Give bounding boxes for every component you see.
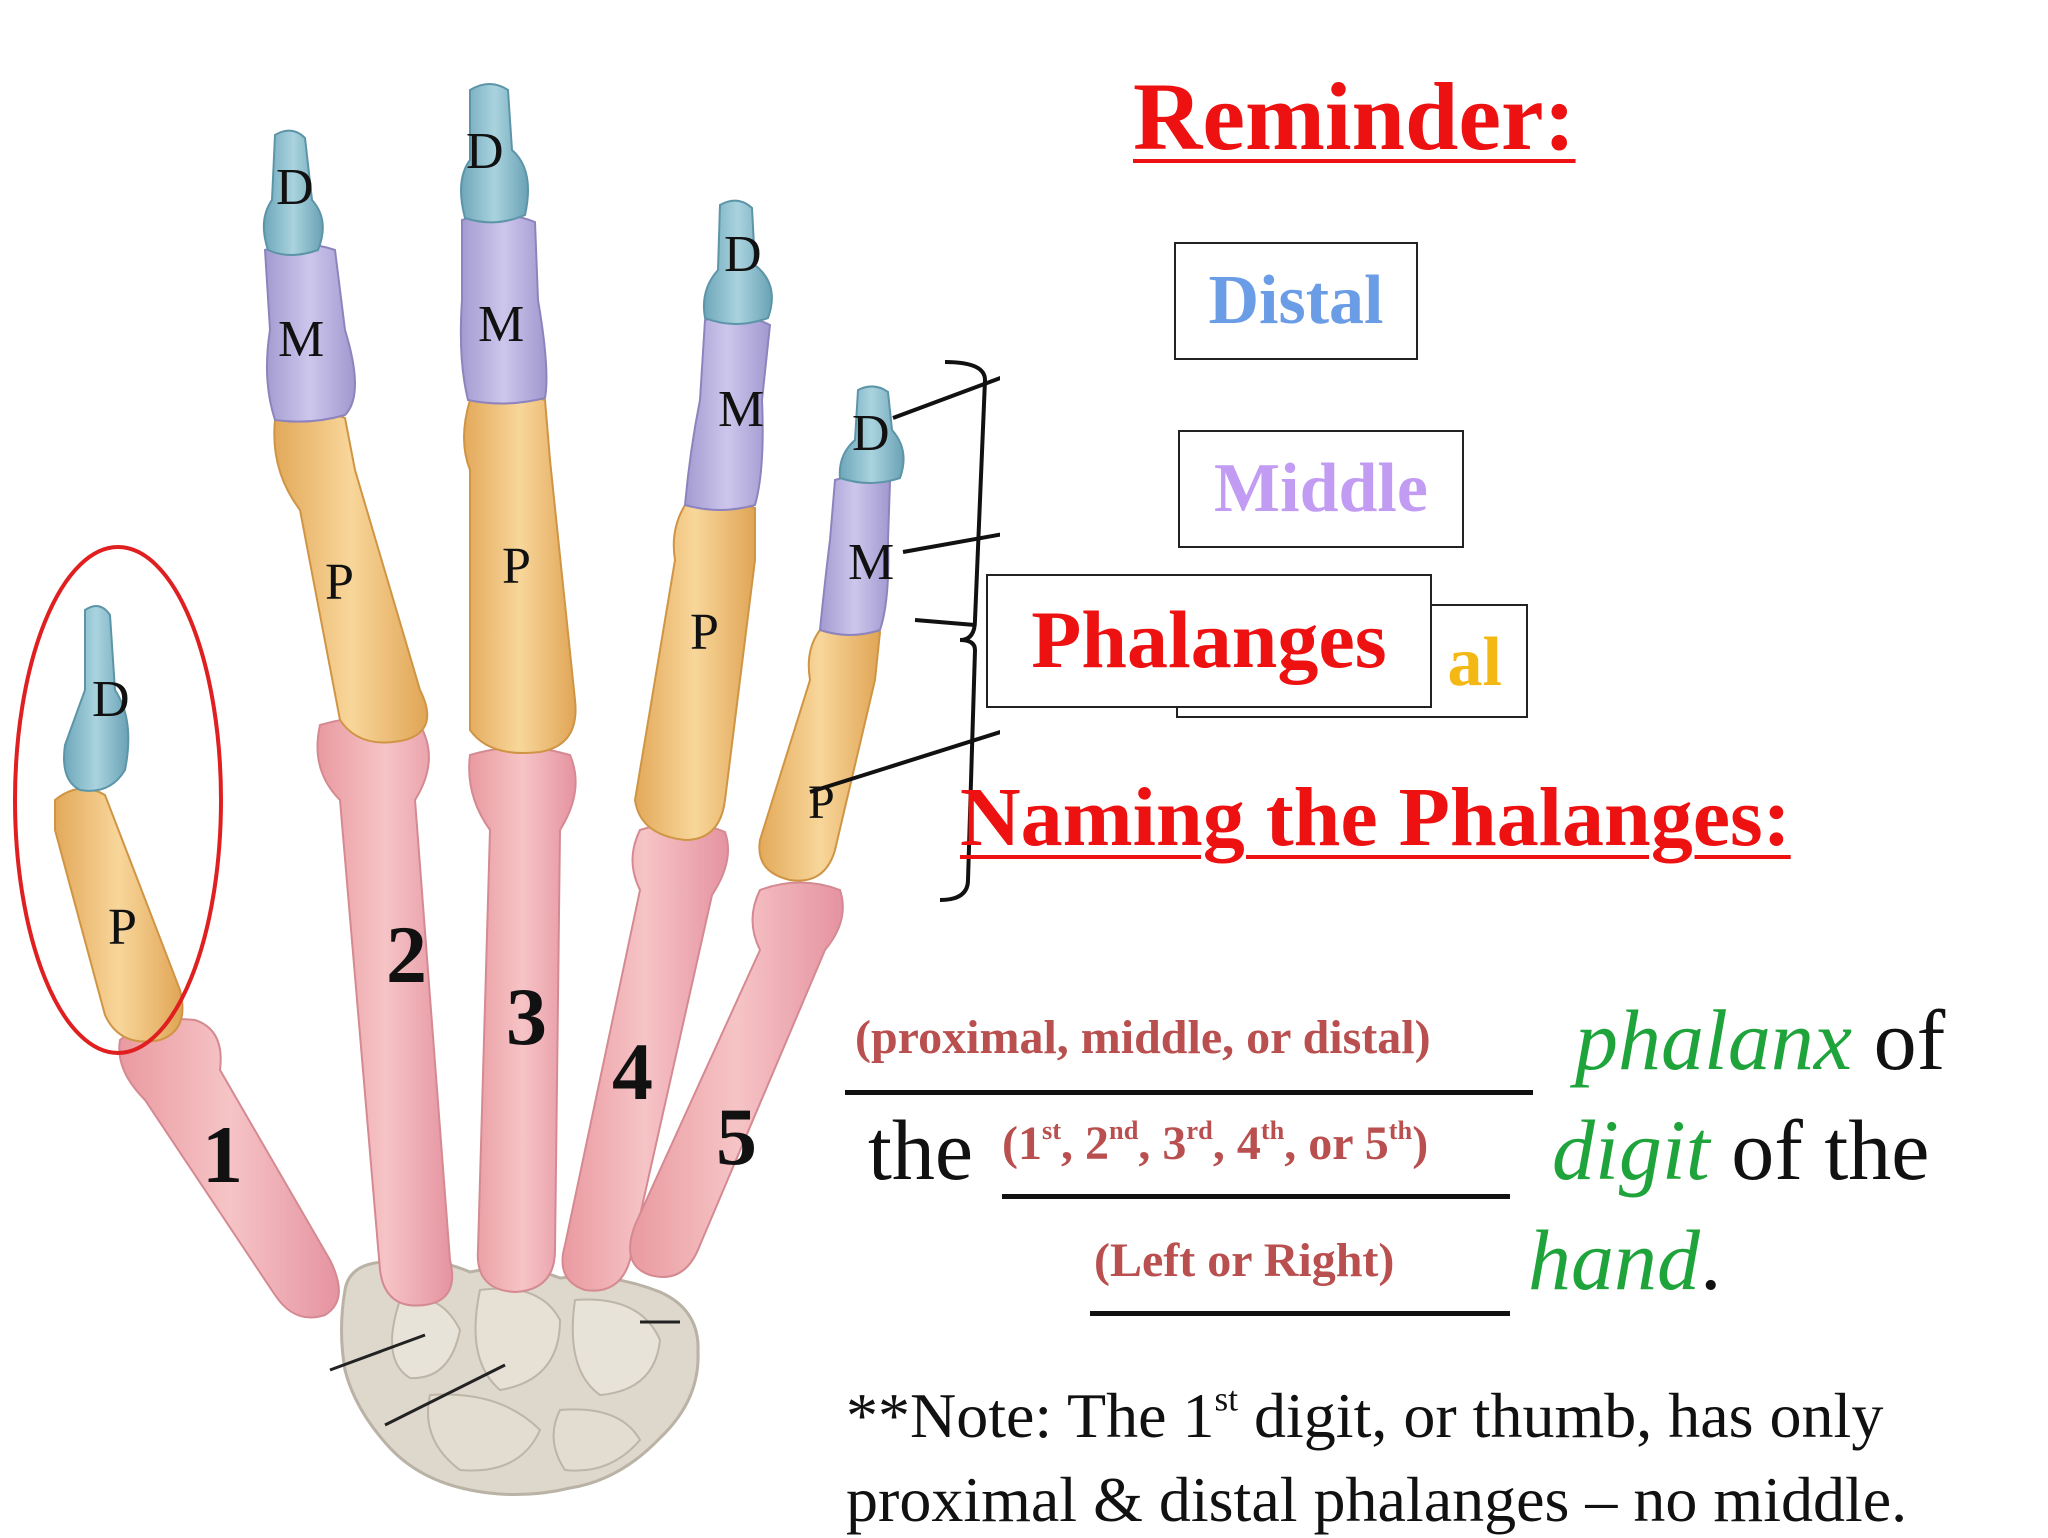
word-digit: digit — [1552, 1102, 1710, 1198]
hint-digit-number: (1st, 2nd, 3rd, 4th, or 5th) — [1002, 1115, 1429, 1170]
bone-letter-m-digit5: M — [848, 534, 895, 591]
reminder-title: Reminder: — [1133, 63, 1576, 170]
digit-1-bones — [54, 605, 340, 1319]
digit-number-2: 2 — [386, 909, 427, 1000]
hint-bone-type: (proximal, middle, or distal) — [855, 1011, 1431, 1064]
bone-letter-p-digit5: P — [808, 776, 835, 829]
word-of-the: of the — [1731, 1102, 1930, 1198]
naming-title: Naming the Phalanges: — [960, 771, 1791, 864]
bone-letter-m-digit3: M — [478, 296, 525, 353]
word-the: the — [868, 1102, 974, 1198]
digit-3-bones — [459, 83, 577, 1294]
word-of: of — [1873, 992, 1946, 1088]
bone-letter-d-digit2: D — [276, 159, 314, 216]
digit-number-3: 3 — [506, 971, 547, 1062]
blank-hand-side: (Left or Right) — [1090, 1225, 1510, 1316]
sentence-line-3: hand. — [1528, 1210, 1722, 1310]
digit-number-5: 5 — [716, 1091, 757, 1182]
bone-letter-d-thumb: D — [92, 671, 130, 728]
digit-number-1: 1 — [202, 1109, 243, 1200]
word-hand: hand — [1528, 1212, 1700, 1308]
sentence-period: . — [1700, 1212, 1722, 1308]
blank-digit-number: (1st, 2nd, 3rd, 4th, or 5th) — [1002, 1110, 1510, 1199]
note-line-2: proximal & distal phalanges – no middle. — [846, 1464, 1908, 1535]
bone-letter-p-digit2: P — [325, 554, 354, 611]
note-line-1: **Note: The 1st digit, or thumb, has onl… — [846, 1379, 1884, 1451]
distal-label-box: Distal — [1174, 242, 1418, 360]
blank-bone-type: (proximal, middle, or distal) — [845, 1000, 1533, 1095]
pointer-lines-carpals — [329, 1320, 680, 1427]
sentence-line-1: phalanx of — [1575, 990, 1945, 1090]
bone-letter-d-digit4: D — [724, 226, 762, 283]
phalanges-bracket — [914, 360, 988, 902]
digit-number-4: 4 — [612, 1026, 653, 1117]
digit-5-bones — [629, 385, 905, 1278]
phalanges-label-box: Phalanges — [986, 574, 1432, 708]
hand-skeleton-illustration — [13, 83, 1000, 1497]
bone-letter-p-digit4: P — [690, 604, 719, 661]
legend-connector-lines — [809, 376, 1000, 794]
digit-2-bones — [262, 129, 454, 1307]
bone-letter-m-digit4: M — [718, 381, 765, 438]
word-phalanx: phalanx — [1575, 992, 1853, 1088]
bone-letter-d-digit3: D — [466, 123, 504, 180]
hint-hand-side: (Left or Right) — [1094, 1234, 1395, 1287]
sentence-line-2: digit of the — [1552, 1100, 1929, 1200]
bone-letter-m-digit2: M — [278, 311, 325, 368]
thumb-highlight-ellipse — [13, 545, 223, 1055]
middle-label-box: Middle — [1178, 430, 1464, 548]
bone-letter-p-digit3: P — [502, 538, 531, 595]
carpal-bones — [340, 1258, 700, 1497]
bone-letter-d-digit5: D — [852, 405, 890, 462]
digit-4-bones — [561, 199, 773, 1292]
bone-letter-p-thumb: P — [108, 899, 137, 956]
